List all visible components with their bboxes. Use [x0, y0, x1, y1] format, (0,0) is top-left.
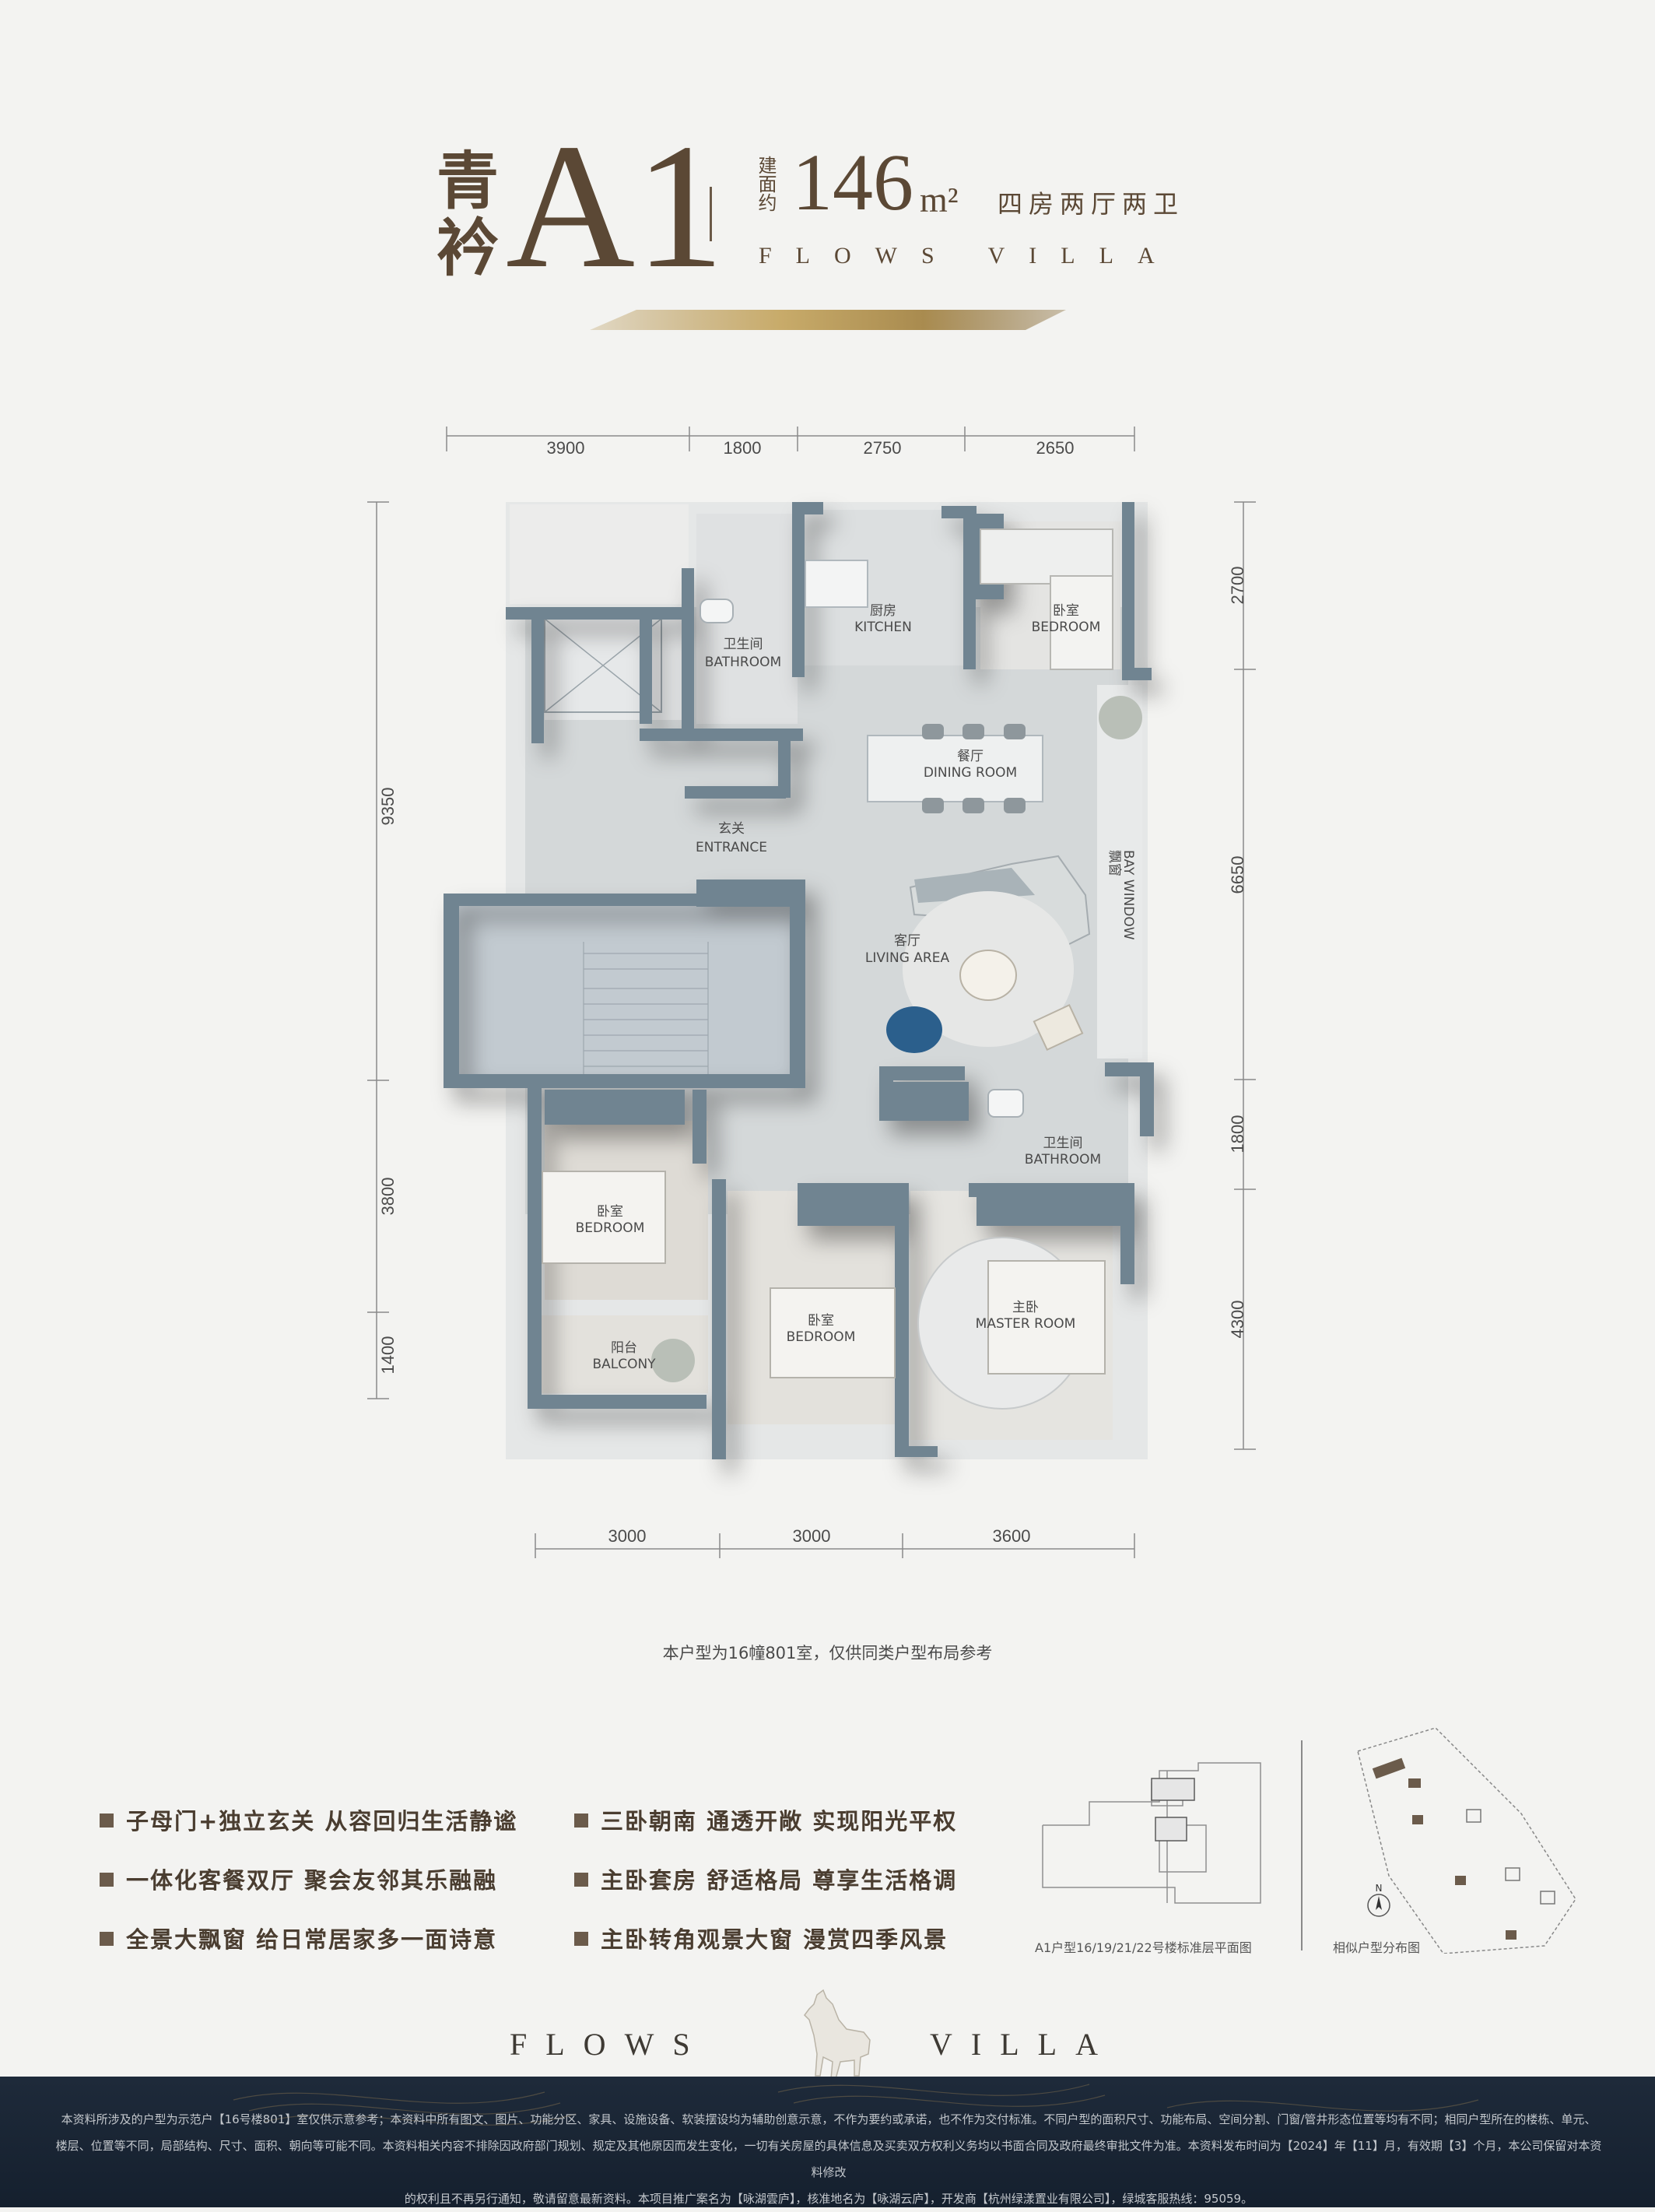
- layout-description: 四房两厅两卫: [998, 189, 1185, 219]
- footer-band: [0, 2077, 1655, 2207]
- room-labels: 卫生间 BATHROOM 厨房 KITCHEN 卧室 BEDROOM 餐厅 DI…: [576, 603, 1136, 1372]
- feature-2-text: 一体化客餐双厅 聚会友邻其乐融融: [126, 1867, 498, 1894]
- label-bathroom-2-en: BATHROOM: [1025, 1152, 1101, 1167]
- bullet-square-icon: [100, 1813, 114, 1828]
- label-master-en: MASTER ROOM: [976, 1316, 1076, 1332]
- area-prefix: 建面约: [755, 156, 777, 212]
- horse-logo: [804, 1989, 871, 2080]
- feature-6: 主卧转角观景大窗 漫赏四季风景: [574, 1922, 948, 1954]
- bullet-square-icon: [100, 1932, 114, 1946]
- label-bedroom-ne-en: BEDROOM: [1032, 620, 1101, 635]
- dimension-lines: [367, 427, 1256, 1558]
- feature-5-text: 主卧套房 舒适格局 尊享生活格调: [601, 1867, 958, 1894]
- compass-icon: [1367, 1894, 1390, 1917]
- disclaimer: 本资料所涉及的户型为示范户【16号楼801】室仅供示意参考；本资料中所有图文、图…: [54, 2106, 1603, 2212]
- feature-1: 子母门+独立玄关 从容回归生活静谧: [100, 1803, 517, 1836]
- dim-left-3: 1400: [378, 1336, 398, 1375]
- label-kitchen-en: KITCHEN: [854, 620, 912, 635]
- walls: [444, 502, 1154, 1459]
- standard-floor-thumbnail: [1042, 1762, 1261, 1904]
- label-bathroom-1-en: BATHROOM: [705, 655, 781, 670]
- area-unit: m²: [920, 180, 959, 219]
- wave-pattern: [233, 2084, 1479, 2126]
- label-balcony-en: BALCONY: [592, 1357, 656, 1372]
- footer-brand-right: VILLA: [930, 2027, 1117, 2062]
- area-value: 146: [792, 138, 913, 227]
- label-entrance-en: ENTRANCE: [696, 840, 767, 855]
- label-bedroom-ne-cn: 卧室: [1053, 603, 1079, 619]
- plan-reference-note: 本户型为16幢801室，仅供同类户型布局参考: [662, 1644, 993, 1663]
- unit-name-cn: 青衿: [426, 148, 500, 282]
- dim-right-4: 4300: [1228, 1301, 1247, 1339]
- disclaimer-line-2: 楼层、位置等不同，局部结构、尺寸、面积、朝向等可能不同。本资料相关内容不排除因政…: [55, 2139, 1602, 2179]
- dim-right-1: 2700: [1228, 567, 1247, 605]
- dim-right-3: 1800: [1228, 1115, 1247, 1153]
- title-divider: [710, 187, 712, 241]
- stair-core: [459, 618, 801, 1082]
- brand-wordmark: FLOWS VILLA: [759, 243, 1179, 269]
- dim-right-2: 6650: [1228, 856, 1247, 894]
- label-entrance-cn: 玄关: [718, 821, 745, 837]
- floor-plan-caption: A1户型16/19/21/22号楼标准层平面图: [1035, 1940, 1252, 1955]
- label-living-cn: 客厅: [894, 933, 920, 949]
- feature-3: 全景大飘窗 给日常居家多一面诗意: [100, 1922, 497, 1954]
- label-bedroom-s-en: BEDROOM: [787, 1329, 856, 1345]
- site-distribution-thumbnail: N: [1357, 1727, 1576, 1954]
- label-bedroom-s-cn: 卧室: [808, 1313, 834, 1329]
- dim-bottom-1: 3000: [608, 1526, 647, 1546]
- label-bay-cn: 飘窗: [1106, 850, 1122, 876]
- dim-left-2: 3800: [378, 1178, 398, 1216]
- label-balcony-cn: 阳台: [611, 1340, 637, 1356]
- furniture: [542, 528, 1142, 1410]
- dim-top-1: 3900: [547, 438, 585, 458]
- feature-3-text: 全景大飘窗 给日常居家多一面诗意: [126, 1926, 498, 1953]
- label-kitchen-cn: 厨房: [870, 603, 896, 619]
- bullet-square-icon: [574, 1813, 588, 1828]
- label-master-cn: 主卧: [1012, 1300, 1039, 1315]
- feature-4-text: 三卧朝南 通透开敞 实现阳光平权: [601, 1808, 958, 1835]
- disclaimer-line-3: 的权利且不再另行通知，敬请留意最新资料。本项目推广案名为【咏湖雲庐】，核准地名为…: [404, 2192, 1254, 2206]
- dim-left-1: 9350: [378, 788, 398, 826]
- bullet-square-icon: [100, 1873, 114, 1887]
- bullet-square-icon: [574, 1873, 588, 1887]
- feature-6-text: 主卧转角观景大窗 漫赏四季风景: [601, 1926, 948, 1953]
- floor-plan: 3900 1800 2750 2650 3000 3000 3600 9350 …: [367, 427, 1256, 1558]
- label-dining-en: DINING ROOM: [924, 765, 1017, 781]
- gold-divider: [590, 310, 1066, 330]
- feature-5: 主卧套房 舒适格局 尊享生活格调: [574, 1863, 957, 1895]
- north-label: N: [1376, 1883, 1383, 1894]
- feature-2: 一体化客餐双厅 聚会友邻其乐融融: [100, 1863, 497, 1895]
- label-bathroom-2-cn: 卫生间: [1043, 1136, 1083, 1151]
- label-dining-cn: 餐厅: [957, 749, 984, 764]
- dim-top-4: 2650: [1036, 438, 1075, 458]
- footer-brand-left: FLOWS: [510, 2027, 709, 2062]
- label-bedroom-w-en: BEDROOM: [576, 1220, 645, 1236]
- label-bathroom-1-cn: 卫生间: [724, 637, 763, 652]
- feature-1-text: 子母门+独立玄关 从容回归生活静谧: [126, 1808, 518, 1835]
- disclaimer-line-1: 本资料所涉及的户型为示范户【16号楼801】室仅供示意参考；本资料中所有图文、图…: [61, 2112, 1597, 2126]
- label-bay-en: BAY WINDOW: [1120, 850, 1136, 940]
- label-bedroom-w-cn: 卧室: [597, 1204, 623, 1220]
- unit-code: A1: [506, 107, 725, 305]
- dim-bottom-2: 3000: [793, 1526, 831, 1546]
- bullet-square-icon: [574, 1932, 588, 1946]
- thumbnail-divider: [1301, 1740, 1303, 1950]
- feature-4: 三卧朝南 通透开敞 实现阳光平权: [574, 1803, 957, 1836]
- dim-top-3: 2750: [864, 438, 902, 458]
- dim-top-2: 1800: [724, 438, 762, 458]
- dim-bottom-3: 3600: [993, 1526, 1031, 1546]
- label-living-en: LIVING AREA: [865, 950, 950, 966]
- site-caption: 相似户型分布图: [1333, 1940, 1421, 1955]
